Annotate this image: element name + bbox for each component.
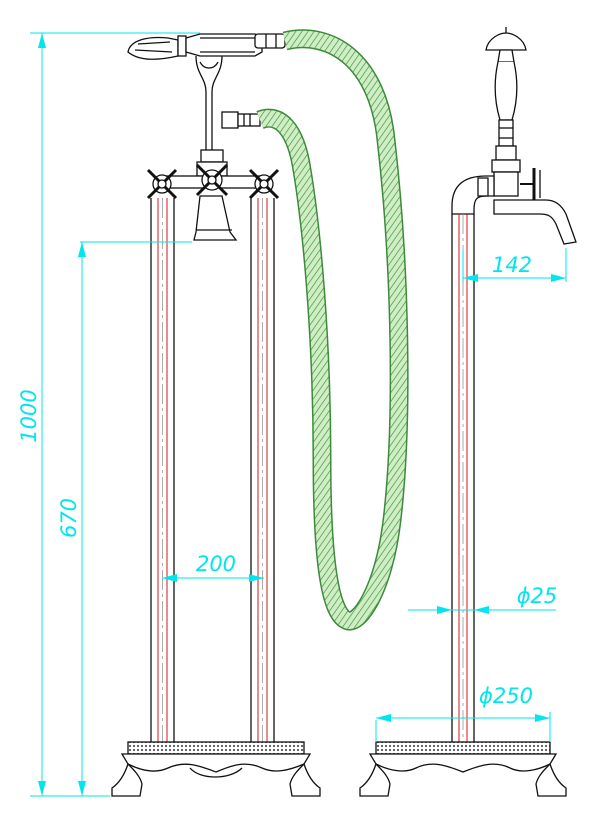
- base-diameter-label: ϕ250: [479, 684, 533, 708]
- right-pillar: [250, 198, 275, 742]
- side-handle: [520, 168, 541, 200]
- front-view: [111, 33, 321, 797]
- hand-shower: [127, 33, 286, 60]
- hose-outlet: [221, 111, 261, 129]
- side-pillar: [451, 214, 475, 742]
- left-handle: [146, 168, 178, 200]
- side-view: [359, 27, 577, 797]
- center-handle: [195, 163, 229, 197]
- shower-cradle: [195, 55, 223, 150]
- spout: [193, 195, 238, 241]
- side-shower-head: [485, 27, 527, 147]
- pipe-diameter-label: ϕ25: [517, 584, 558, 608]
- dimension-labels: 1000 670 200 142 ϕ25 ϕ250: [17, 253, 557, 708]
- spout-reach-label: 142: [492, 253, 532, 277]
- shower-hose: [257, 30, 408, 629]
- total-height-label: 1000: [17, 389, 41, 442]
- right-handle: [248, 168, 280, 200]
- side-base: [359, 741, 567, 797]
- left-pillar: [150, 198, 175, 742]
- dimension-lines: [30, 32, 567, 797]
- pillar-spacing-label: 200: [196, 552, 236, 576]
- front-base: [111, 741, 321, 797]
- side-spout: [493, 199, 577, 245]
- spout-height-label: 670: [57, 498, 81, 538]
